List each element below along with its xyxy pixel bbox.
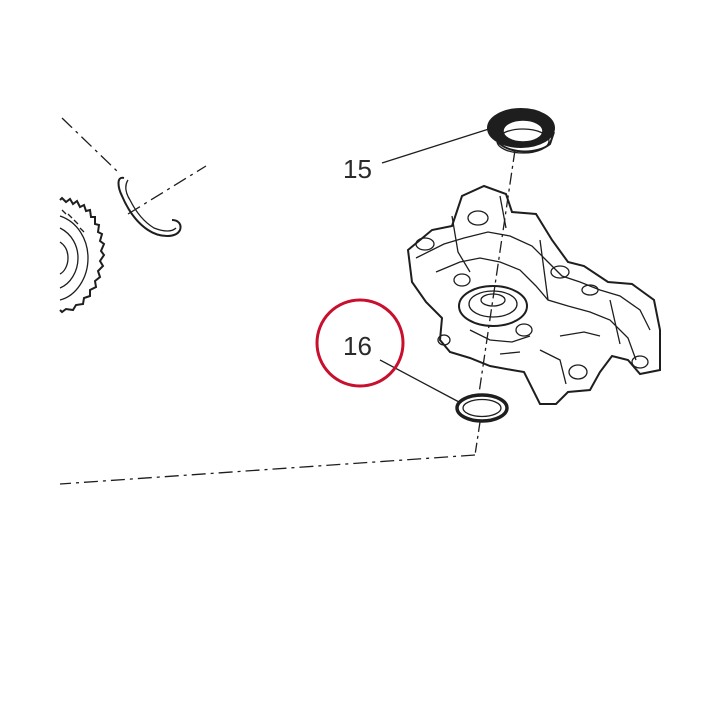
lip-seal-ring-icon: [487, 108, 555, 154]
callout-label-16: 16: [343, 331, 372, 361]
retaining-clip-icon: [117, 176, 182, 237]
center-line-bottom: [59, 421, 481, 485]
highlight-circle: [315, 298, 405, 388]
center-line-left: [61, 117, 207, 215]
callout-label-15: 15: [343, 154, 372, 184]
sprocket-gear-icon: [59, 196, 106, 314]
leader-line-15: [381, 127, 493, 164]
o-ring-icon: [455, 393, 509, 423]
bearing-housing-part-icon: [406, 184, 661, 405]
axis-line-15: [477, 149, 516, 401]
leader-line-16: [379, 359, 460, 403]
